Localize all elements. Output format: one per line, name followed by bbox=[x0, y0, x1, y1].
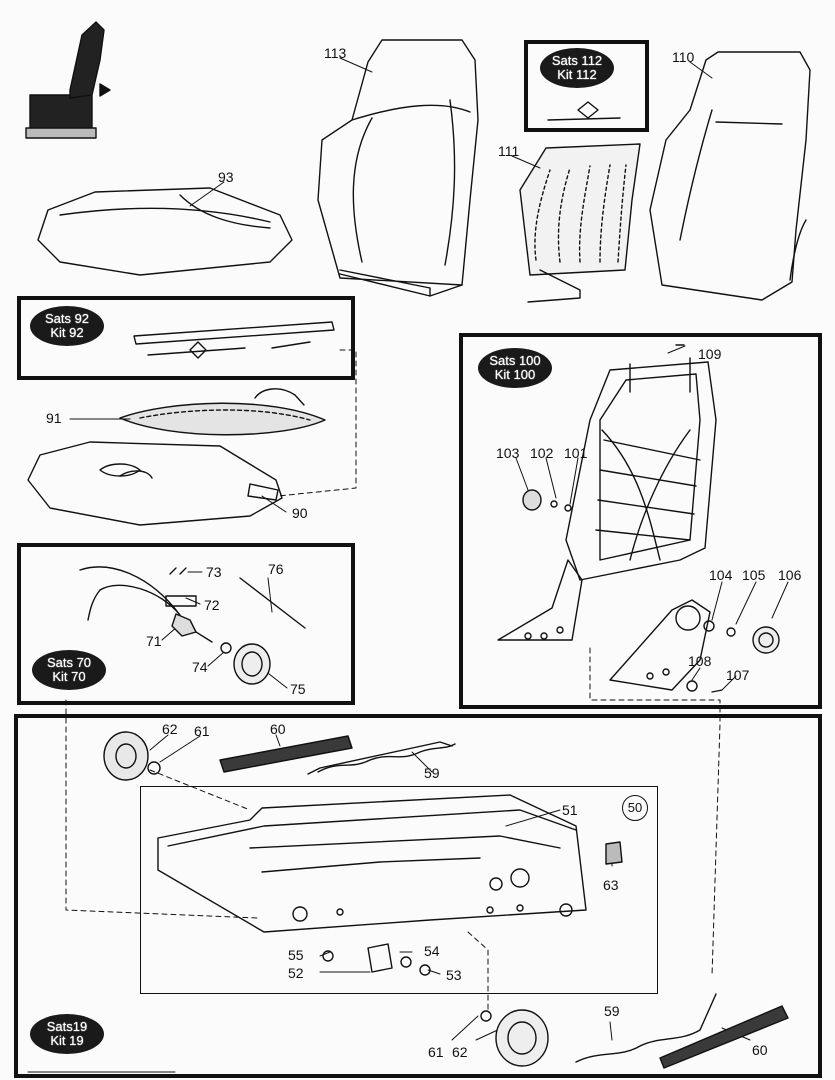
part-label-62-bottom: 62 bbox=[452, 1044, 468, 1060]
kit-100-frame bbox=[459, 333, 822, 709]
part-label-61-top: 61 bbox=[194, 723, 210, 739]
heating-mat-111 bbox=[519, 143, 641, 303]
kit-100-small-parts bbox=[522, 489, 780, 693]
part-label-74: 74 bbox=[192, 659, 208, 675]
part-label-59-bottom: 59 bbox=[604, 1003, 620, 1019]
kit-92-parts bbox=[133, 321, 335, 359]
backrest-110 bbox=[649, 51, 811, 301]
part-label-107: 107 bbox=[726, 667, 750, 683]
part-label-75: 75 bbox=[290, 681, 306, 697]
part-label-51: 51 bbox=[562, 802, 578, 818]
seat-cushion-90 bbox=[27, 441, 283, 526]
part-label-93: 93 bbox=[218, 169, 234, 185]
backrest-cover-113 bbox=[317, 39, 479, 297]
part-label-53: 53 bbox=[446, 967, 462, 983]
seat-back-frame-100 bbox=[497, 344, 717, 691]
seat-heating-mat-91 bbox=[119, 388, 326, 436]
part-label-60-top: 60 bbox=[270, 721, 286, 737]
part-label-104: 104 bbox=[709, 567, 733, 583]
part-label-55: 55 bbox=[288, 947, 304, 963]
part-label-72: 72 bbox=[204, 597, 220, 613]
kit-112-frame bbox=[524, 40, 649, 132]
seat-cushion-cover-93 bbox=[37, 187, 293, 276]
kit-112-parts bbox=[547, 101, 621, 121]
part-label-60-bottom: 60 bbox=[752, 1042, 768, 1058]
part-label-62-top: 62 bbox=[162, 721, 178, 737]
part-label-50: 50 bbox=[622, 795, 648, 821]
part-label-61-bottom: 61 bbox=[428, 1044, 444, 1060]
kit-92-frame bbox=[17, 296, 355, 380]
part-label-106: 106 bbox=[778, 567, 802, 583]
part-label-105: 105 bbox=[742, 567, 766, 583]
part-label-108: 108 bbox=[688, 653, 712, 669]
part-label-109: 109 bbox=[698, 346, 722, 362]
part-label-59-top: 59 bbox=[424, 765, 440, 781]
part-label-102: 102 bbox=[530, 445, 554, 461]
part-label-110: 110 bbox=[672, 49, 695, 65]
kit-70-parts bbox=[79, 566, 306, 685]
part-label-63: 63 bbox=[603, 877, 619, 893]
dashed-assembly-lines bbox=[65, 349, 721, 1011]
part-label-71: 71 bbox=[146, 633, 162, 649]
part-label-103: 103 bbox=[496, 445, 520, 461]
kit-19-inner-frame bbox=[140, 786, 658, 994]
part-label-73: 73 bbox=[206, 564, 222, 580]
kit-19-parts bbox=[103, 731, 789, 1069]
part-label-52: 52 bbox=[288, 965, 304, 981]
part-label-91: 91 bbox=[46, 410, 62, 426]
kit-70-frame bbox=[17, 543, 355, 705]
part-label-113: 113 bbox=[324, 45, 347, 61]
part-label-90: 90 bbox=[292, 505, 308, 521]
part-label-111: 111 bbox=[498, 143, 520, 159]
part-label-76: 76 bbox=[268, 561, 284, 577]
part-label-101: 101 bbox=[564, 445, 588, 461]
part-label-54: 54 bbox=[424, 943, 440, 959]
seat-thumbnail-icon bbox=[25, 21, 111, 139]
kit-19-frame bbox=[14, 714, 822, 1078]
